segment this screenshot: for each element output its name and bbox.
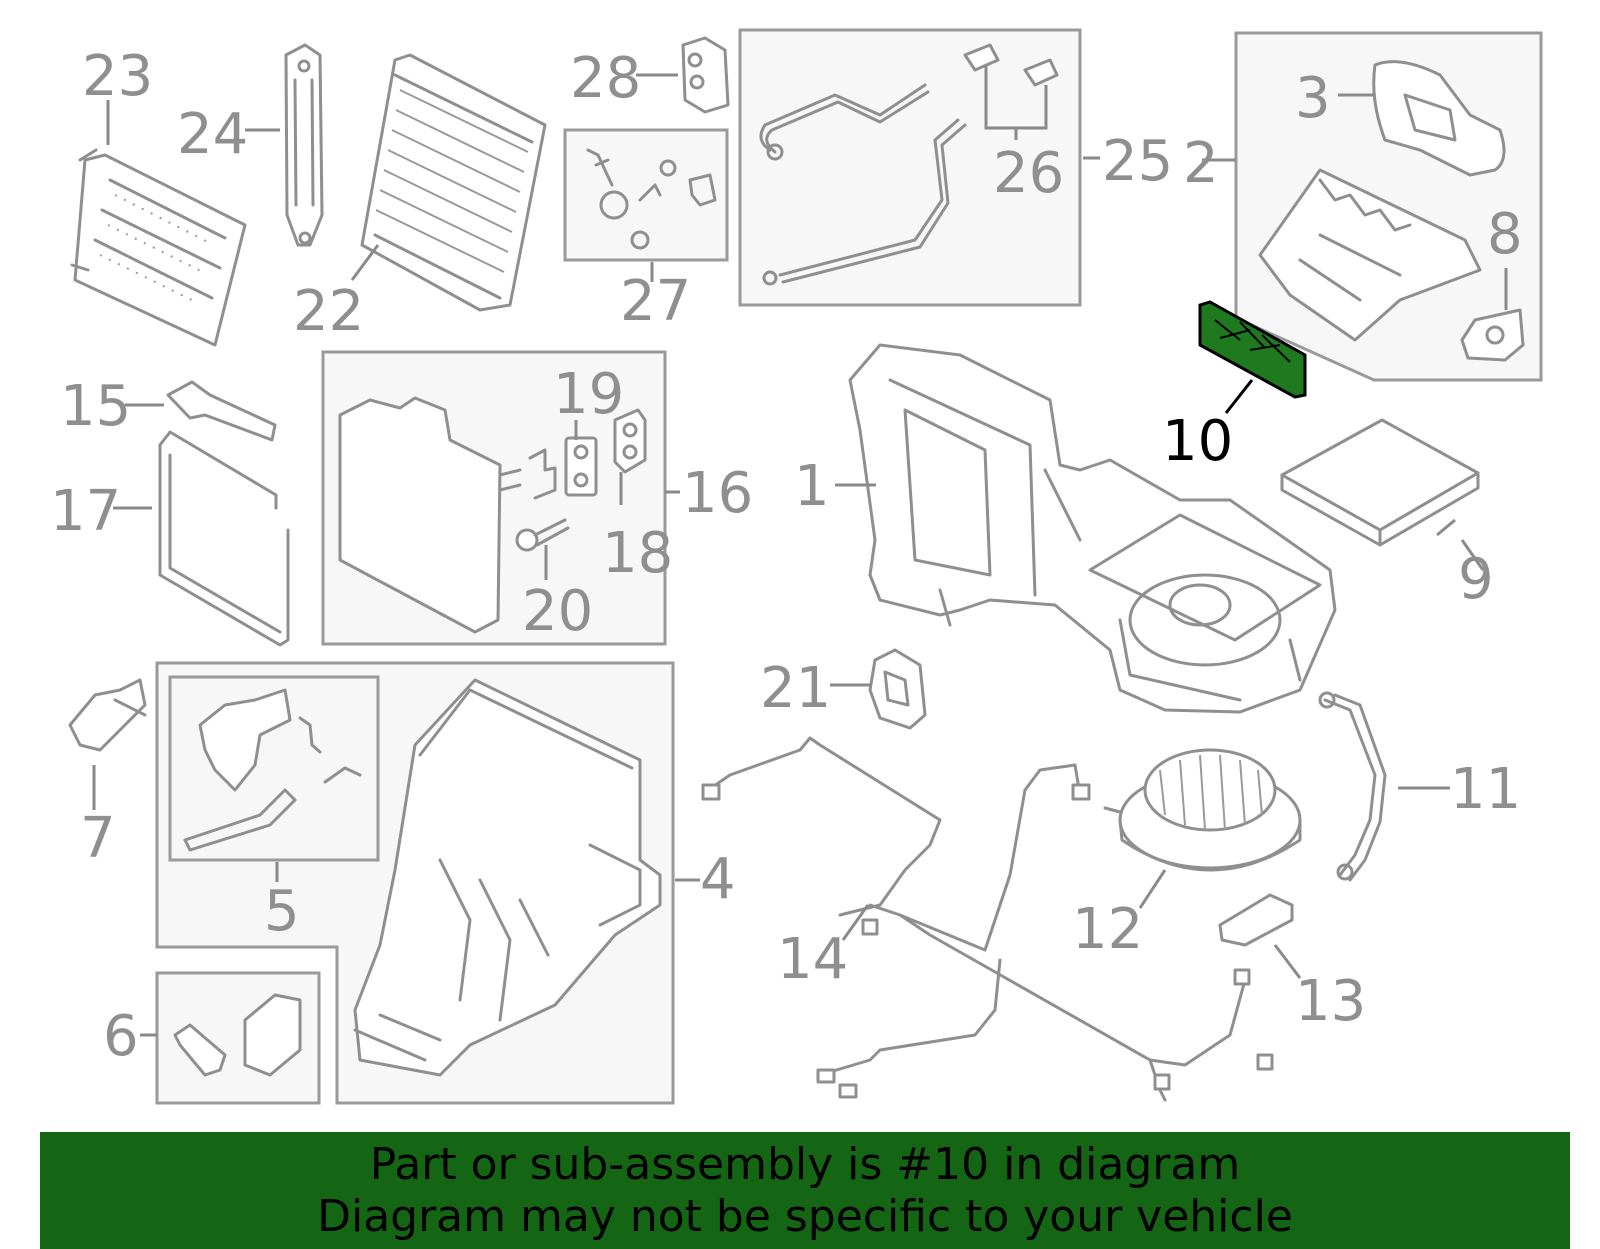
part-19-gasket-plate bbox=[564, 436, 598, 497]
part-27-hardware-kit bbox=[586, 148, 717, 250]
callout-22: 22 bbox=[293, 279, 364, 344]
part-5-linkage-kit bbox=[183, 688, 362, 852]
part-8-actuator bbox=[1460, 308, 1525, 362]
callout-12: 12 bbox=[1072, 897, 1143, 962]
callout-14: 14 bbox=[777, 927, 848, 992]
part-10-highlighted bbox=[1198, 300, 1307, 399]
callout-9: 9 bbox=[1458, 547, 1494, 612]
part-16-bracket-clip bbox=[528, 448, 557, 500]
callout-1: 1 bbox=[794, 454, 830, 519]
part-24-bracket bbox=[284, 43, 324, 247]
part-20-bolt bbox=[515, 518, 570, 552]
callout-3: 3 bbox=[1295, 66, 1331, 131]
part-9-cabin-filter bbox=[1280, 418, 1480, 547]
callout-21: 21 bbox=[760, 656, 831, 721]
callout-13: 13 bbox=[1295, 969, 1366, 1034]
callout-16: 16 bbox=[682, 461, 753, 526]
callout-10: 10 bbox=[1162, 409, 1233, 474]
callout-4: 4 bbox=[700, 847, 736, 912]
callout-17: 17 bbox=[50, 479, 121, 544]
banner-line-2: Diagram may not be specific to your vehi… bbox=[317, 1190, 1293, 1242]
leader-lines bbox=[92, 65, 1508, 1037]
part-22-evaporator bbox=[360, 53, 547, 312]
callout-25: 25 bbox=[1102, 129, 1173, 194]
part-17-seal bbox=[158, 430, 290, 647]
part-18-expansion-valve bbox=[613, 408, 647, 474]
part-16-evaporator-assembly bbox=[338, 396, 522, 634]
group-box-25 bbox=[738, 28, 1082, 307]
part-11-hose bbox=[1318, 691, 1387, 882]
part-21-grommet bbox=[868, 648, 927, 730]
callout-28: 28 bbox=[570, 46, 641, 111]
callout-15: 15 bbox=[60, 374, 131, 439]
part-25-refrigerant-lines bbox=[759, 83, 967, 286]
callout-6: 6 bbox=[103, 1004, 139, 1069]
part-1-hvac-housing bbox=[848, 343, 1337, 714]
part-4-lower-housing bbox=[353, 678, 662, 1077]
part-3-gasket bbox=[1372, 60, 1506, 177]
callout-20: 20 bbox=[522, 579, 593, 644]
info-banner: Part or sub-assembly is #10 in diagram D… bbox=[40, 1132, 1570, 1249]
callout-19: 19 bbox=[553, 362, 624, 427]
banner-line-1: Part or sub-assembly is #10 in diagram bbox=[369, 1138, 1241, 1190]
callout-27: 27 bbox=[620, 269, 691, 334]
callout-2: 2 bbox=[1183, 131, 1219, 196]
callout-labels: 23 24 22 28 27 26 25 2 3 8 10 9 1 15 17 … bbox=[50, 44, 1523, 1069]
part-12-blower-motor bbox=[1103, 748, 1302, 872]
part-7-actuator bbox=[68, 678, 147, 752]
part-14-wiring-harness bbox=[701, 736, 1274, 1102]
part-6-actuator bbox=[173, 993, 302, 1077]
part-28-sensor bbox=[681, 36, 730, 114]
callout-26: 26 bbox=[993, 141, 1064, 206]
callout-8: 8 bbox=[1487, 202, 1523, 267]
callout-11: 11 bbox=[1450, 757, 1521, 822]
part-15-sensor bbox=[166, 380, 277, 442]
part-23-heater-core bbox=[70, 148, 247, 347]
part-26-service-caps bbox=[963, 43, 1059, 87]
callout-24: 24 bbox=[177, 102, 248, 167]
part-13-resistor bbox=[1218, 893, 1294, 947]
callout-7: 7 bbox=[80, 806, 116, 871]
part-2-housing-cover bbox=[1258, 168, 1482, 342]
callout-23: 23 bbox=[82, 44, 153, 109]
callout-5: 5 bbox=[264, 879, 300, 944]
callout-18: 18 bbox=[602, 521, 673, 586]
